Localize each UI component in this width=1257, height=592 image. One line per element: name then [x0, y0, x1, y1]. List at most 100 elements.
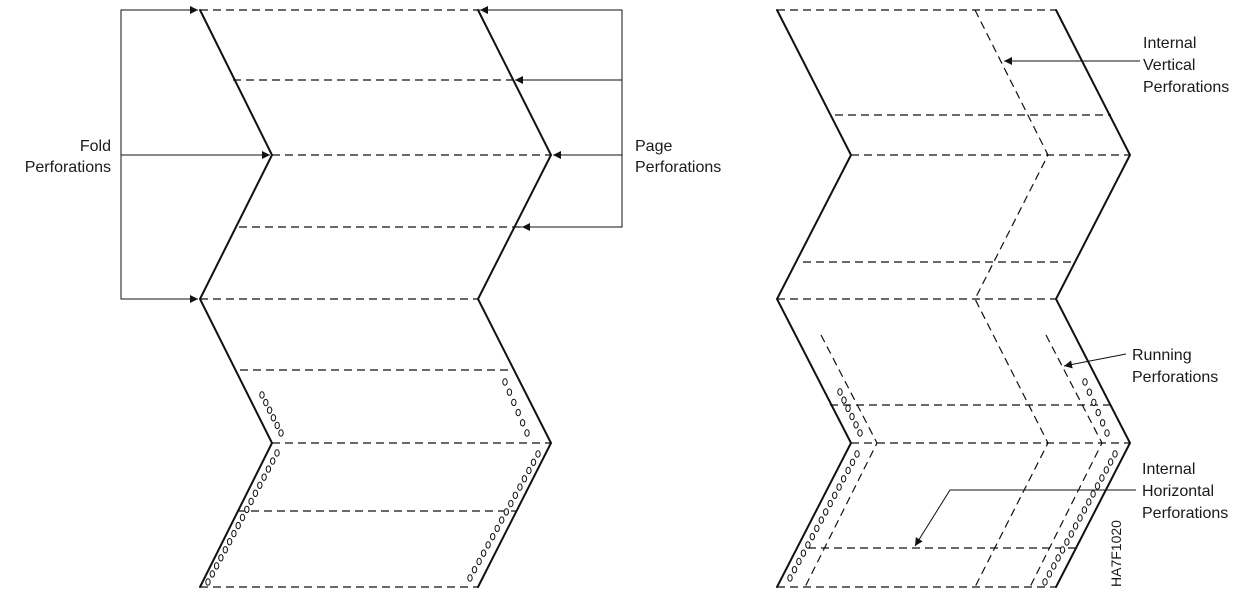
- right-form-left-edge: [775, 9, 853, 588]
- sprocket-hole: [257, 481, 263, 489]
- sprocket-hole: [511, 398, 517, 407]
- sprocket-hole: [837, 388, 843, 396]
- sprocket-hole: [252, 489, 259, 497]
- sprocket-hole: [502, 378, 508, 386]
- sprocket-hole: [853, 421, 859, 429]
- sprocket-hole: [1059, 546, 1066, 554]
- sprocket-hole: [836, 483, 842, 491]
- sprocket-hole: [1104, 429, 1110, 437]
- sprocket-hole: [231, 529, 237, 538]
- sprocket-hole: [226, 538, 233, 546]
- sprocket-hole: [1094, 482, 1101, 490]
- sprocket-hole: [494, 524, 500, 533]
- sprocket-hole: [849, 412, 855, 421]
- sprocket-hole: [517, 483, 523, 491]
- sprocket-hole: [849, 458, 856, 466]
- left-form-right-edge: [476, 9, 553, 588]
- sprocket-hole: [471, 566, 478, 574]
- page-perforations-label-line1: Page: [635, 138, 672, 155]
- sprocket-hole: [1081, 506, 1088, 514]
- internal-horizontal-label-line2: Horizontal: [1142, 483, 1214, 500]
- sprocket-hole: [1077, 514, 1083, 522]
- sprocket-hole: [476, 557, 482, 566]
- sprocket-hole: [1090, 490, 1096, 498]
- fold-perforations-label-line1: Fold: [80, 138, 111, 155]
- sprocket-hole: [499, 516, 505, 524]
- sprocket-hole: [270, 457, 276, 465]
- sprocket-hole: [1086, 388, 1093, 396]
- sprocket-hole: [787, 574, 793, 582]
- sprocket-hole: [519, 419, 526, 427]
- internal-horizontal-arrow: [914, 489, 951, 547]
- sprocket-hole: [832, 491, 838, 499]
- sprocket-hole: [506, 388, 513, 396]
- fold-perforations-label-line2: Perforations: [25, 159, 111, 176]
- running-perforation-line: [804, 334, 878, 588]
- sprocket-hole: [854, 450, 860, 458]
- internal-vertical-label-line1: Internal: [1143, 35, 1196, 52]
- sprocket-hole: [265, 465, 272, 473]
- sprocket-hole: [521, 475, 528, 483]
- sprocket-hole: [814, 524, 820, 533]
- sprocket-hole: [1082, 378, 1088, 386]
- sprocket-hole: [805, 541, 811, 549]
- sprocket-hole: [261, 473, 267, 481]
- left-form-sprocket-holes: [205, 378, 541, 586]
- page-bracket: [478, 9, 623, 228]
- sprocket-hole: [841, 396, 847, 404]
- internal-horizontal-label-line3: Perforations: [1142, 505, 1228, 522]
- sprocket-hole: [1086, 498, 1092, 506]
- figure-id-label: HA7F1020: [1108, 520, 1124, 587]
- sprocket-hole: [845, 404, 851, 413]
- sprocket-hole: [857, 429, 863, 437]
- sprocket-hole: [1112, 450, 1118, 458]
- sprocket-hole: [248, 497, 254, 506]
- right-form-right-edge: [1054, 9, 1132, 588]
- sprocket-hole: [205, 578, 211, 586]
- sprocket-hole: [244, 505, 250, 514]
- sprocket-hole: [1103, 466, 1110, 474]
- sprocket-hole: [845, 466, 851, 475]
- sprocket-hole: [270, 414, 277, 422]
- right-form-sprocket-holes: [787, 378, 1118, 586]
- sprocket-hole: [535, 450, 541, 458]
- sprocket-hole: [818, 516, 824, 524]
- left-form: Fold Perforations Page Perforations: [25, 6, 721, 588]
- sprocket-hole: [1042, 578, 1048, 586]
- sprocket-hole: [222, 546, 229, 554]
- sprocket-hole: [485, 541, 491, 549]
- sprocket-hole: [1051, 562, 1057, 570]
- sprocket-hole: [1064, 538, 1070, 546]
- sprocket-hole: [800, 549, 807, 557]
- sprocket-hole: [530, 458, 537, 466]
- running-arrow: [1063, 353, 1127, 369]
- internal-vertical-label-line3: Perforations: [1143, 79, 1229, 96]
- sprocket-hole: [209, 570, 216, 578]
- sprocket-hole: [1099, 474, 1105, 482]
- sprocket-hole: [1107, 458, 1114, 466]
- sprocket-hole: [796, 557, 802, 566]
- sprocket-hole: [274, 421, 280, 430]
- running-perforations-label-line2: Perforations: [1132, 369, 1218, 386]
- internal-vertical-perforation-line: [974, 9, 1049, 588]
- sprocket-hole: [278, 429, 284, 437]
- sprocket-hole: [239, 513, 246, 522]
- sprocket-hole: [1055, 554, 1061, 562]
- sprocket-hole: [508, 499, 514, 508]
- sprocket-hole: [840, 475, 847, 483]
- sprocket-hole: [274, 449, 280, 457]
- sprocket-hole: [524, 429, 530, 437]
- sprocket-hole: [1099, 419, 1106, 427]
- sprocket-hole: [512, 491, 518, 499]
- sprocket-hole: [809, 533, 815, 541]
- page-perforations-label-line2: Perforations: [635, 159, 721, 176]
- sprocket-hole: [1068, 530, 1075, 538]
- right-form: Internal Vertical Perforations Running P…: [775, 9, 1229, 588]
- sprocket-hole: [490, 533, 496, 541]
- sprocket-hole: [218, 554, 224, 562]
- sprocket-hole: [526, 466, 532, 475]
- sprocket-hole: [259, 391, 265, 399]
- sprocket-hole: [480, 549, 487, 557]
- sprocket-hole: [467, 574, 473, 582]
- sprocket-hole: [1072, 522, 1079, 530]
